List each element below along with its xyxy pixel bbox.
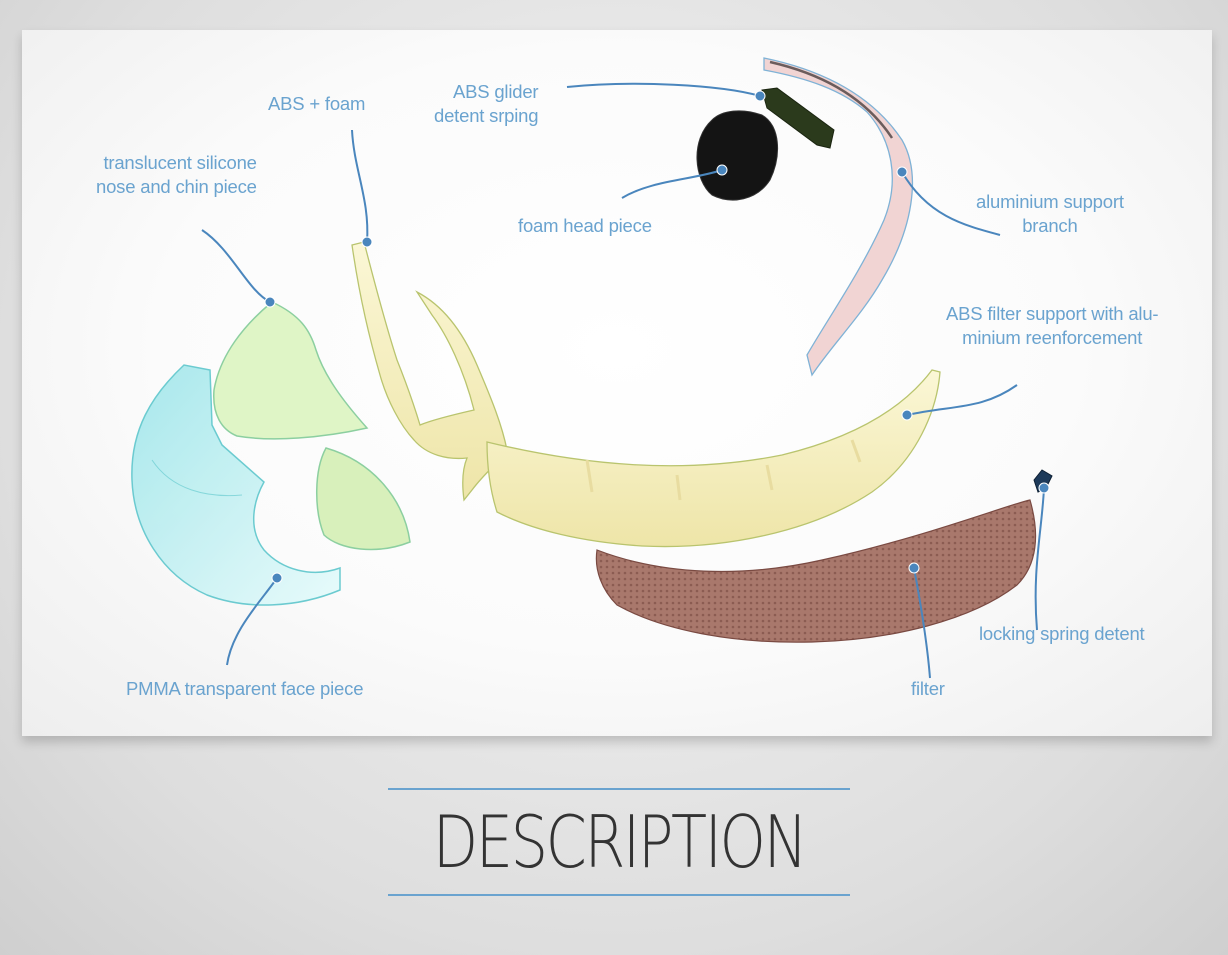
- label-filter-support: ABS filter support with alu- minium reen…: [946, 302, 1158, 350]
- label-abs-foam: ABS + foam: [268, 92, 365, 116]
- page-title: DESCRIPTION: [430, 798, 809, 886]
- label-abs-glider: ABS glider detent srping: [434, 80, 538, 128]
- abs-foam-frame: [352, 242, 507, 500]
- label-foam-head: foam head piece: [518, 214, 652, 238]
- abs-filter-support: [487, 370, 940, 547]
- label-locking-spring: locking spring detent: [979, 622, 1145, 646]
- label-silicone: translucent silicone nose and chin piece: [96, 151, 257, 199]
- silicone-chin-piece: [317, 448, 410, 549]
- title-rule-top: [388, 788, 850, 790]
- silicone-nose-piece: [214, 302, 367, 439]
- label-pmma: PMMA transparent face piece: [126, 677, 363, 701]
- foam-head-piece: [697, 111, 778, 200]
- diagram-panel: ABS + foam ABS glider detent srping tran…: [22, 30, 1212, 736]
- title-block: DESCRIPTION: [388, 788, 850, 896]
- title-rule-bottom: [388, 894, 850, 896]
- label-filter: filter: [911, 677, 945, 701]
- label-aluminium: aluminium support branch: [976, 190, 1124, 238]
